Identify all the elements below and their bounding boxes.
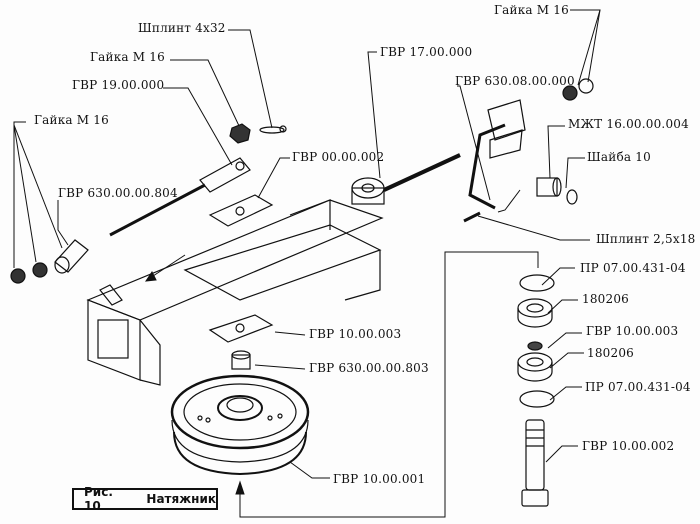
nut-icon (10, 268, 26, 284)
figure-title: Натяжник (146, 492, 216, 506)
label-bearing-bottom: 180206 (587, 346, 635, 360)
nut-icon (229, 123, 251, 144)
bracket-10-003 (208, 314, 274, 343)
label-cotter-4x32: Шплинт 4х32 (138, 21, 226, 35)
bearing-icon (517, 298, 553, 328)
label-nut-m16: Гайка М 16 (90, 50, 165, 64)
bracket-00-002 (208, 194, 274, 227)
bearing-icon (517, 352, 553, 382)
spacer-icon (527, 341, 543, 351)
bushing-803 (231, 350, 251, 370)
nut-icon (562, 78, 594, 101)
label-gvr-630-08: ГВР 630.08.00.000 (455, 74, 575, 88)
label-gvr-10-001: ГВР 10.00.001 (333, 472, 426, 486)
roller-mzht (536, 177, 562, 197)
label-washer-10: Шайба 10 (587, 150, 651, 164)
label-nut-m16-left: Гайка М 16 (34, 113, 109, 127)
label-gvr-630-804: ГВР 630.00.00.804 (58, 186, 178, 200)
figure-caption: Рис. 10 Натяжник (72, 485, 218, 513)
label-gvr-10-002: ГВР 10.00.002 (582, 439, 675, 453)
label-mzht-16: МЖТ 16.00.00.004 (568, 117, 689, 131)
frame-beam (86, 199, 384, 386)
retaining-ring-icon (519, 390, 555, 408)
label-cotter-2-5x18: Шплинт 2,5х18 (596, 232, 696, 246)
pulley-gvr-10-001 (170, 374, 310, 476)
crank-gvr-630-08 (468, 99, 526, 210)
rod-gvr-19 (109, 157, 251, 237)
label-gvr-10-003-right: ГВР 10.00.003 (586, 324, 679, 338)
leader-lines (13, 9, 601, 518)
cotter-pin-icon (463, 211, 481, 223)
washer-icon (566, 189, 578, 205)
eye-bolt-gvr-17 (351, 153, 461, 205)
label-gvr-630-803: ГВР 630.00.00.803 (309, 361, 429, 375)
nut-icon (32, 262, 48, 278)
figure-number: Рис. 10 (84, 485, 113, 513)
cotter-pin-icon (259, 125, 287, 134)
label-ring-bottom: ПР 07.00.431-04 (585, 380, 691, 394)
axle-bolt-icon (521, 419, 549, 507)
label-gvr-17: ГВР 17.00.000 (380, 45, 473, 59)
label-bearing-top: 180206 (582, 292, 630, 306)
label-nut-m16-right: Гайка М 16 (494, 3, 569, 17)
label-gvr-19: ГВР 19.00.000 (72, 78, 165, 92)
label-ring-top: ПР 07.00.431-04 (580, 261, 686, 275)
retaining-ring-icon (519, 274, 555, 292)
sleeve-804 (54, 239, 89, 274)
label-gvr-00-002: ГВР 00.00.002 (292, 150, 385, 164)
label-gvr-10-003-left: ГВР 10.00.003 (309, 327, 402, 341)
